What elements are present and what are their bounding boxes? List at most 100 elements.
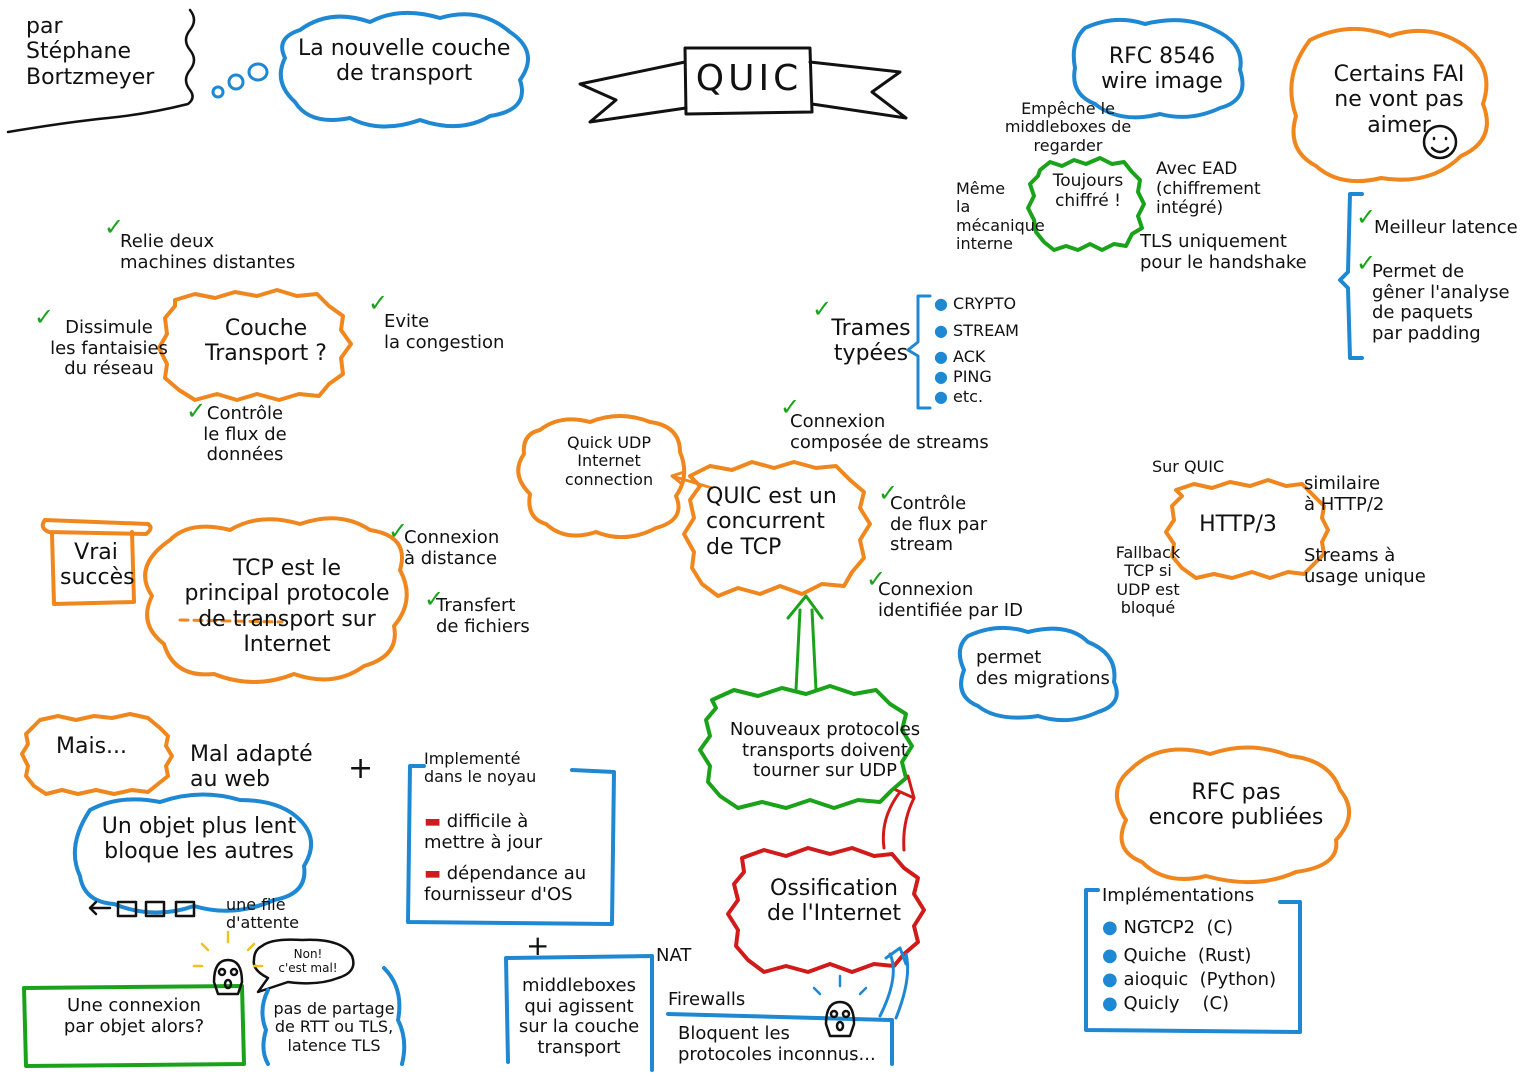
implementation-item-4: ● Quicly (C) — [1102, 993, 1230, 1014]
rfc-pas-publiees: RFC pas encore publiées — [1148, 780, 1324, 831]
tcp-item-1: Connexion à distance — [404, 527, 500, 569]
http3-burst — [1164, 478, 1330, 580]
noyau-item-2: ▬ dépendance au fournisseur d'OS — [424, 863, 587, 905]
tcp-cloud — [143, 516, 409, 684]
check-icon: ✓ — [1356, 249, 1377, 277]
arrow-firewalls-to-ossification — [878, 946, 910, 1020]
similaire-http2: similaire à HTTP/2 — [1304, 473, 1385, 515]
screaming-face-icon — [212, 958, 244, 996]
fai-items-bracket — [1338, 192, 1364, 360]
rfc-wire-image-cloud — [1071, 17, 1245, 120]
rfc-pas-cloud — [1115, 745, 1351, 885]
alarm-rays-2 — [812, 974, 868, 996]
trame-item-4: ● PING — [934, 367, 992, 386]
check-icon: ✓ — [368, 289, 389, 317]
check-icon: ✓ — [780, 393, 801, 421]
fai-cloud — [1289, 26, 1489, 184]
noyau-title: Implementé dans le noyau — [424, 749, 537, 787]
file-attente: une file d'attente — [226, 895, 300, 933]
check-icon: ✓ — [866, 565, 887, 593]
mais: Mais... — [56, 734, 128, 759]
tls-handshake: TLS uniquement pour le handshake — [1140, 231, 1307, 273]
trame-item-3: ● ACK — [934, 347, 986, 366]
subtitle-cloud — [278, 10, 530, 129]
thought-dot-1 — [211, 85, 225, 99]
tcp-item-2: Transfert de fichiers — [436, 595, 530, 637]
tcp-main: TCP est le principal protocole de transp… — [184, 556, 390, 657]
transport-item-4: Contrôle le flux de données — [203, 403, 287, 466]
vrai-succes: Vrai succès — [60, 540, 135, 591]
transport-item-2: Dissimule les fantaisies du réseau — [50, 317, 168, 380]
check-icon: ✓ — [34, 303, 55, 331]
sur-quic: Sur QUIC — [1152, 457, 1225, 476]
pas-de-partage: pas de partage de RTT ou TLS, latence TL… — [273, 999, 395, 1055]
transport-item-1: Relie deux machines distantes — [120, 231, 296, 273]
nouveaux-protocoles: Nouveaux protocoles transports doivent t… — [729, 719, 921, 782]
quick-udp-cloud — [516, 414, 687, 540]
objet-lent-cloud — [72, 792, 313, 915]
queue-icon — [88, 900, 196, 918]
avec-aead: Avec EAD (chiffrement intégré) — [1156, 159, 1261, 219]
streams-usage-unique: Streams à usage unique — [1304, 545, 1426, 587]
fai-item-2: Permet de gêner l'analyse de paquets par… — [1372, 261, 1510, 345]
couche-transport: Couche Transport ? — [205, 316, 327, 367]
connexion-par-objet-box — [22, 984, 246, 1068]
migrations-cloud — [957, 625, 1119, 723]
pas-de-partage-bracket — [260, 966, 407, 1066]
check-icon: ✓ — [186, 397, 207, 425]
bloquent-protocoles: Bloquent les protocoles inconnus... — [678, 1023, 876, 1065]
ossification: Ossification de l'Internet — [766, 876, 901, 927]
quick-udp: Quick UDP Internet connection — [564, 433, 654, 489]
firewalls-box — [666, 1012, 894, 1066]
check-icon: ✓ — [104, 213, 125, 241]
subtitle: La nouvelle couche de transport — [298, 36, 511, 87]
fai-note: Certains FAI ne vont pas aimer — [1333, 62, 1465, 138]
check-icon: ✓ — [388, 517, 409, 545]
plus-sign-1: + — [348, 751, 374, 786]
toujours-chiffre-burst — [1026, 156, 1146, 252]
middleboxes: middleboxes qui agissent sur la couche t… — [518, 975, 640, 1059]
noyau-box — [406, 764, 616, 926]
fai-item-1: Meilleur latence — [1374, 217, 1518, 238]
toujours-chiffre: Toujours chiffré ! — [1052, 171, 1124, 211]
quic-center: QUIC est un concurrent de TCP — [706, 484, 837, 560]
transport-item-3: Evite la congestion — [384, 311, 505, 353]
quic-feature-3: Connexion identifiée par ID — [878, 579, 1023, 621]
nat: NAT — [656, 945, 692, 966]
check-icon: ✓ — [1356, 203, 1377, 231]
mais-burst — [20, 712, 174, 796]
implementations-box — [1084, 888, 1302, 1034]
trame-item-1: ● CRYPTO — [934, 294, 1017, 313]
trame-item-5: ● etc. — [934, 387, 984, 406]
arrow-ossification-to-nouveaux — [881, 774, 916, 852]
plus-sign-2: + — [526, 929, 550, 962]
quic-concurrent-burst — [682, 460, 872, 598]
trames-typees: Trames typées — [831, 316, 911, 367]
implementation-item-1: ● NGTCP2 (C) — [1102, 917, 1234, 938]
page-title: QUIC — [695, 58, 803, 99]
check-icon: ✓ — [812, 295, 833, 323]
http3: HTTP/3 — [1199, 512, 1277, 537]
alarm-rays-1 — [192, 930, 264, 968]
firewalls: Firewalls — [668, 989, 746, 1010]
smiley-icon — [1422, 124, 1458, 160]
arrow-to-quick-udp — [670, 470, 714, 490]
thought-dot-2 — [227, 73, 245, 91]
principal-underline — [178, 618, 284, 624]
middleboxes-box — [504, 954, 654, 1072]
arrow-nouveaux-to-quic — [786, 594, 824, 692]
check-icon: ✓ — [878, 479, 899, 507]
couche-transport-burst — [157, 288, 353, 402]
objet-lent: Un objet plus lent bloque les autres — [101, 814, 297, 865]
vrai-succes-scroll — [40, 518, 153, 606]
screaming-face-icon-2 — [824, 1000, 856, 1038]
title-banner — [578, 46, 908, 124]
quic-feature-1: Connexion composée de streams — [790, 411, 989, 453]
check-icon: ✓ — [424, 585, 445, 613]
author-name: par Stéphane Bortzmeyer — [26, 14, 155, 90]
quic-feature-2: Contrôle de flux par stream — [890, 493, 988, 556]
non-cest-mal-bubble — [252, 938, 355, 994]
implementation-item-3: ● aioquic (Python) — [1102, 969, 1277, 990]
trames-bracket — [906, 294, 932, 410]
